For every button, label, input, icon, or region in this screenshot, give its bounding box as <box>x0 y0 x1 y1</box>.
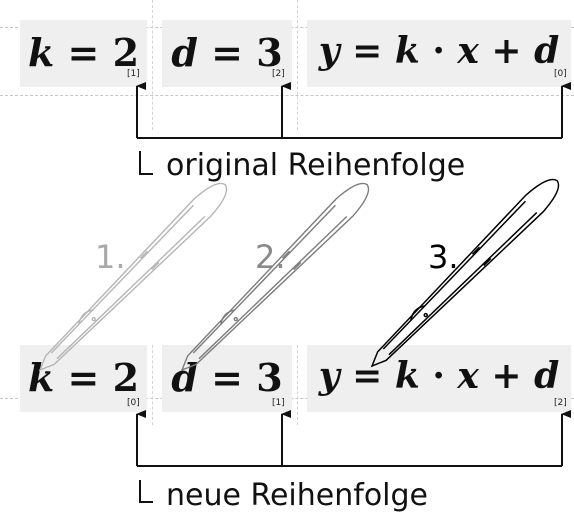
pen-icon <box>364 172 566 374</box>
bottom-bracket-arrows <box>137 414 562 502</box>
caption-hook <box>140 151 153 174</box>
caption-hook <box>140 480 153 502</box>
top-bracket-arrows <box>137 86 562 174</box>
pen-icon <box>32 176 234 378</box>
pen-icon <box>174 176 376 378</box>
